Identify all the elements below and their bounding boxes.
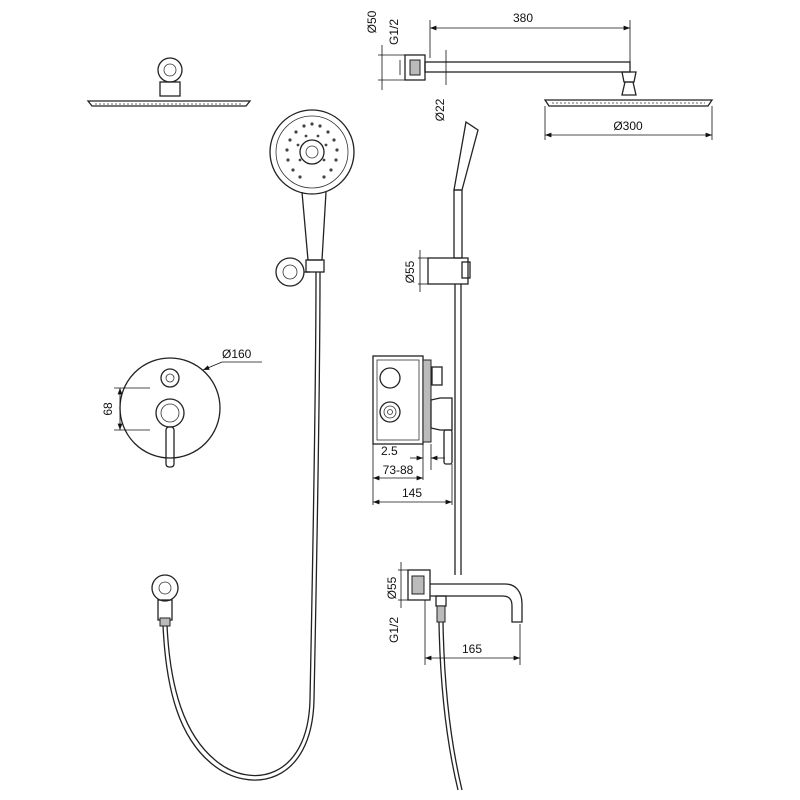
label-plate-diameter: Ø160 bbox=[222, 347, 252, 361]
bath-spout-side bbox=[407, 569, 523, 791]
label-spout-length: 165 bbox=[462, 642, 482, 656]
hand-shower-front bbox=[269, 109, 355, 287]
diverter-plate-front bbox=[119, 357, 221, 468]
overhead-shower-front bbox=[86, 57, 252, 107]
wall-outlet bbox=[151, 574, 179, 627]
label-plate-gap: 2.5 bbox=[381, 444, 398, 458]
dimension-arm-length: 380 bbox=[429, 11, 631, 62]
dimension-holder-diameter: Ø55 bbox=[403, 250, 428, 292]
label-arm-dia: Ø22 bbox=[433, 98, 447, 121]
overhead-shower-side bbox=[404, 54, 714, 107]
dimension-arm-diameter: Ø22 bbox=[433, 50, 447, 121]
dimension-wall-block: Ø50 G1/2 bbox=[365, 10, 405, 90]
label-wall-depth: 73-88 bbox=[383, 463, 414, 477]
label-arm-length: 380 bbox=[513, 11, 533, 25]
dimension-valve-depth: 2.5 73-88 145 bbox=[372, 444, 453, 505]
label-wall-block-dia: Ø50 bbox=[365, 10, 379, 33]
label-holder-dia: Ø55 bbox=[403, 260, 417, 283]
label-head-thread: G1/2 bbox=[387, 19, 401, 45]
dimension-plate-height: 68 bbox=[101, 387, 150, 431]
label-valve-depth: 145 bbox=[402, 486, 422, 500]
valve-body-side bbox=[372, 355, 453, 465]
hand-shower-side bbox=[427, 120, 479, 575]
label-plate-height: 68 bbox=[101, 402, 115, 416]
label-head-dia: Ø300 bbox=[613, 119, 643, 133]
dimension-plate-diameter: Ø160 bbox=[202, 347, 262, 371]
label-spout-block-dia: Ø55 bbox=[385, 576, 399, 599]
dimension-head-diameter: Ø300 bbox=[544, 106, 713, 140]
hose-front bbox=[162, 271, 321, 781]
dimension-spout: Ø55 G1/2 165 bbox=[385, 562, 521, 665]
label-spout-thread: G1/2 bbox=[387, 617, 401, 643]
